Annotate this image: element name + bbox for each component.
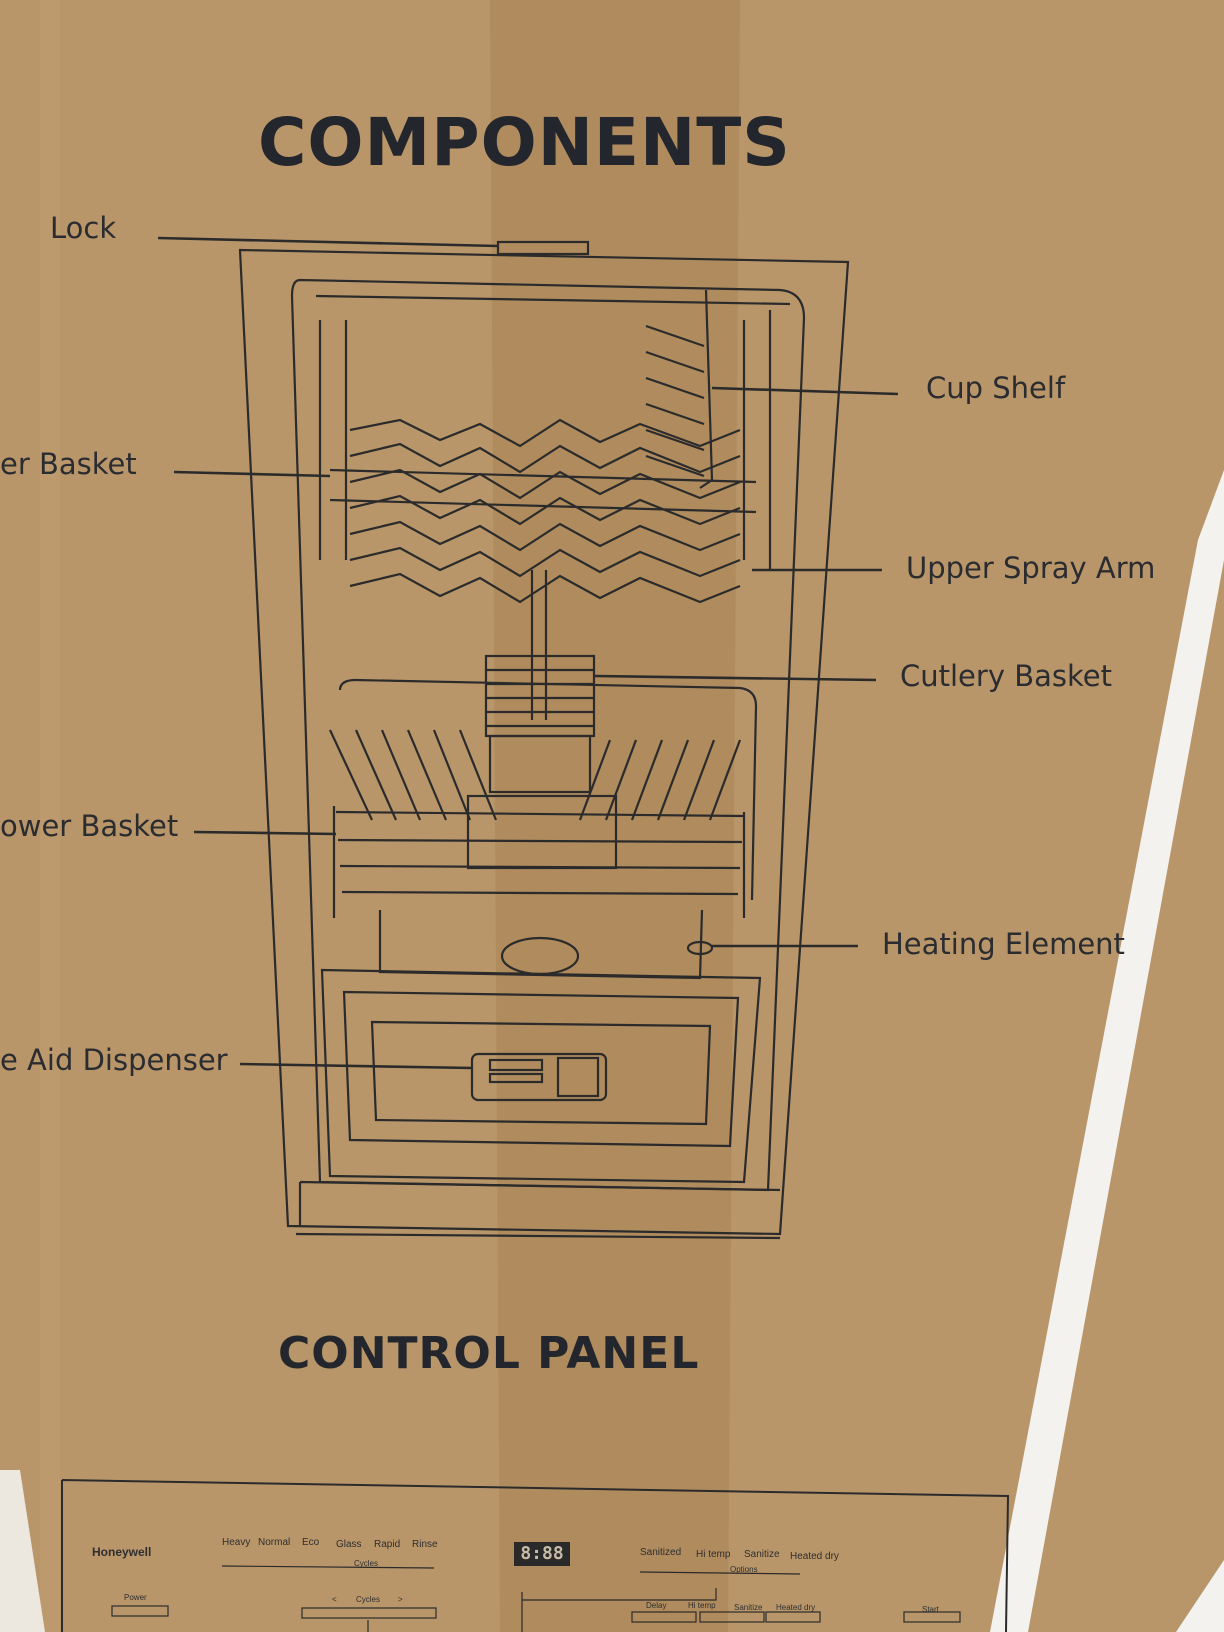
button-delay-label: Delay bbox=[646, 1601, 667, 1610]
cycle-rinse: Rinse bbox=[412, 1539, 438, 1550]
rinse-aid-dispenser-drawing bbox=[470, 1052, 608, 1102]
cycles-caption: Cycles bbox=[354, 1559, 379, 1568]
button-heated-dry-label: Heated dry bbox=[776, 1603, 816, 1612]
power-label: Power bbox=[124, 1593, 147, 1602]
start-label: Start bbox=[922, 1605, 939, 1614]
lock-latch bbox=[496, 240, 590, 256]
cycle-glass: Glass bbox=[336, 1539, 362, 1550]
spray-arm-column bbox=[530, 570, 548, 720]
cycle-next-icon: > bbox=[398, 1595, 403, 1604]
label-cup-shelf: Cup Shelf bbox=[926, 371, 1066, 405]
option-sanitize: Sanitize bbox=[744, 1549, 780, 1560]
label-cutlery-basket: Cutlery Basket bbox=[900, 659, 1112, 693]
power-button bbox=[111, 1605, 169, 1617]
white-strap-left bbox=[0, 1470, 45, 1632]
dishwasher-diagram bbox=[238, 240, 850, 1240]
cycle-rapid: Rapid bbox=[374, 1539, 401, 1550]
label-upper-basket: er Basket bbox=[0, 447, 137, 481]
option-heated-dry: Heated dry bbox=[790, 1551, 839, 1562]
panel-brand: Honeywell bbox=[92, 1545, 152, 1559]
leader-rinse-aid bbox=[239, 1062, 473, 1070]
leader-lines bbox=[157, 236, 899, 1070]
leader-cup-shelf bbox=[711, 386, 899, 396]
label-heating-element: Heating Element bbox=[882, 927, 1125, 961]
option-sanitized: Sanitized bbox=[640, 1547, 682, 1558]
time-display: 8:88 bbox=[514, 1542, 570, 1566]
start-button bbox=[903, 1611, 961, 1623]
option-hi-temp: Hi temp bbox=[696, 1549, 731, 1560]
upper-basket-drawing bbox=[318, 310, 772, 604]
lower-basket-drawing bbox=[329, 678, 758, 980]
light-band bbox=[40, 0, 60, 1632]
button-hi-temp-label: Hi temp bbox=[688, 1601, 716, 1610]
components-heading: COMPONENTS bbox=[258, 104, 791, 181]
control-panel-drawing bbox=[61, 1479, 1010, 1632]
door-outline bbox=[320, 968, 762, 1184]
options-caption: Options bbox=[730, 1565, 758, 1574]
cycles-button bbox=[301, 1607, 437, 1619]
heating-element-drawing bbox=[686, 940, 714, 956]
cabinet-outline bbox=[238, 248, 850, 1236]
cycle-prev-icon: < bbox=[332, 1595, 337, 1604]
white-strap-corner bbox=[1176, 1560, 1224, 1632]
control-panel-heading: CONTROL PANEL bbox=[278, 1328, 700, 1379]
cycle-eco: Eco bbox=[302, 1537, 320, 1548]
label-lower-basket: ower Basket bbox=[0, 809, 179, 843]
cycle-heavy: Heavy bbox=[222, 1537, 251, 1548]
cup-shelf-drawing bbox=[645, 289, 714, 489]
cycle-normal: Normal bbox=[258, 1537, 291, 1548]
label-rinse-aid-dispenser: e Aid Dispenser bbox=[0, 1043, 228, 1077]
label-lock: Lock bbox=[50, 211, 117, 245]
button-sanitize-label: Sanitize bbox=[734, 1603, 763, 1612]
tub-top-rail bbox=[315, 294, 791, 306]
leader-lock bbox=[157, 236, 499, 248]
leader-lower-basket bbox=[193, 830, 337, 836]
control-panel-outline bbox=[61, 1479, 1010, 1632]
leader-upper-basket bbox=[173, 470, 331, 478]
leader-cutlery-basket bbox=[593, 674, 877, 682]
label-upper-spray-arm: Upper Spray Arm bbox=[906, 551, 1156, 585]
cycles-button-label: Cycles bbox=[356, 1595, 381, 1604]
white-strap bbox=[990, 470, 1224, 1632]
